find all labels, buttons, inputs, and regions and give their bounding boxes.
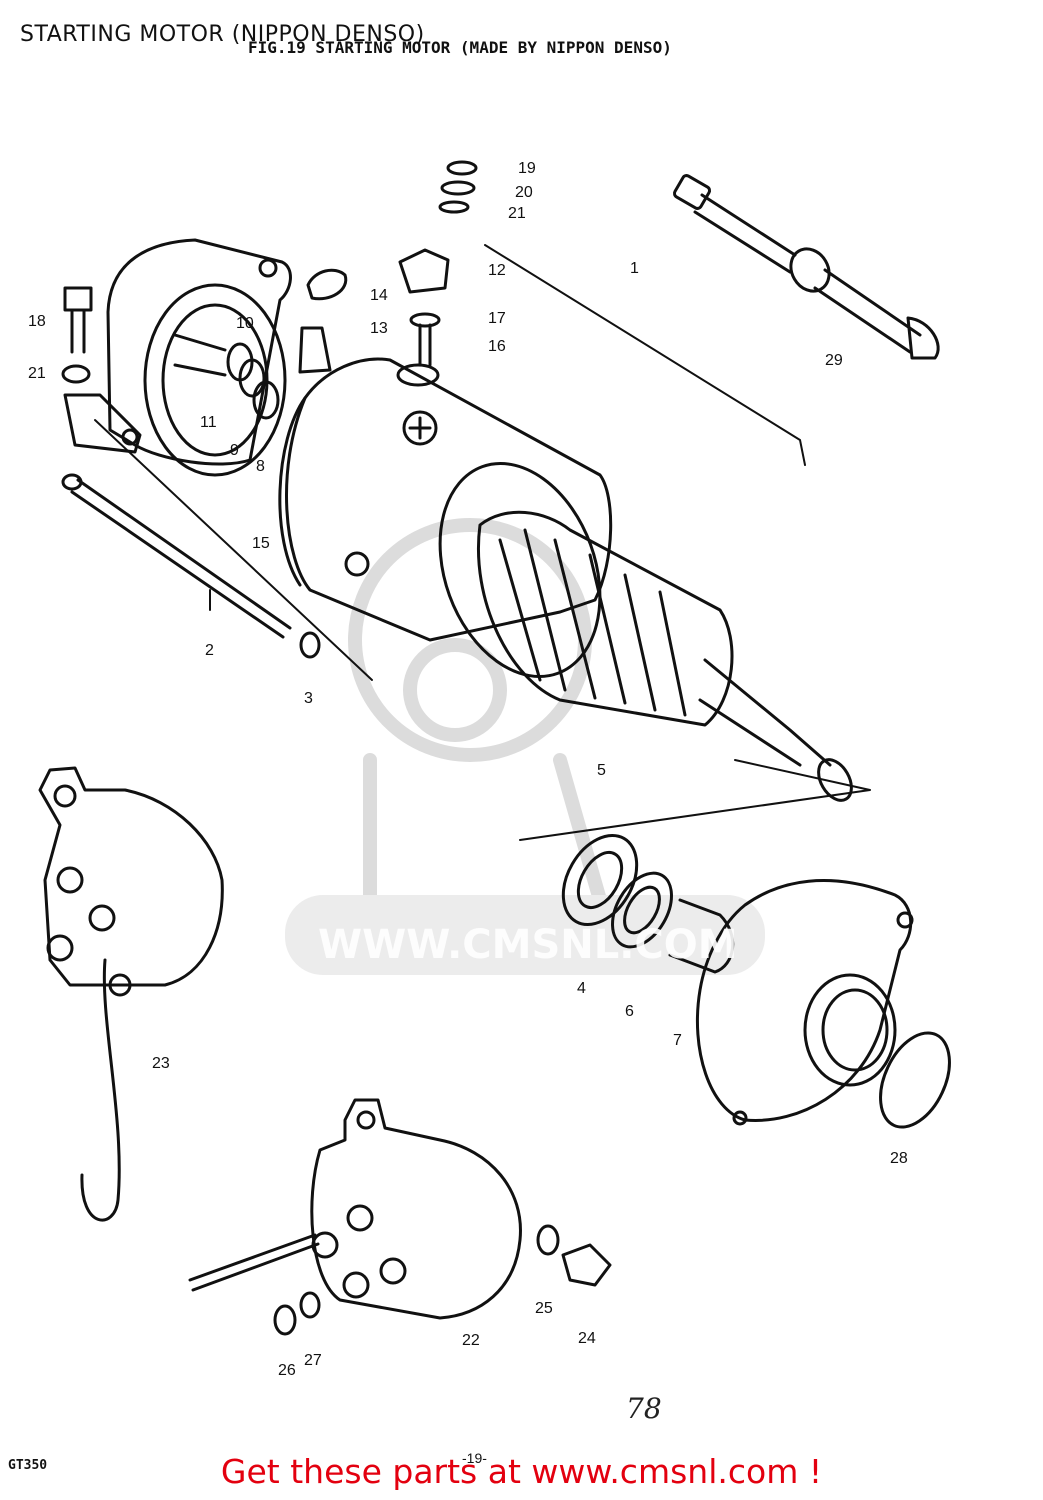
callout-18: 18 (28, 313, 46, 330)
front-end-cover (695, 879, 914, 1126)
callout-27: 27 (304, 1352, 322, 1369)
callout-1: 1 (630, 260, 639, 277)
callout-9: 9 (230, 442, 239, 459)
washer-3 (299, 631, 321, 659)
brush-holder-13 (298, 326, 332, 374)
yoke-housing (278, 357, 613, 679)
callout-25: 25 (535, 1300, 553, 1317)
leader-lines (94, 244, 871, 841)
watermark-url: WWW.CMSNL.COM (318, 922, 738, 968)
callout-29: 29 (825, 352, 843, 369)
figure-caption: FIG.19 STARTING MOTOR (MADE BY NIPPON DE… (248, 38, 672, 57)
handwritten-note: 78 (626, 1392, 662, 1425)
callout-21-left: 21 (28, 365, 46, 382)
callout-23: 23 (152, 1055, 170, 1072)
callout-13: 13 (370, 320, 388, 337)
spring-14 (306, 268, 348, 301)
callout-6: 6 (625, 1003, 634, 1020)
callout-12: 12 (488, 262, 506, 279)
starter-relay-23 (38, 766, 224, 1222)
cms-watermark-logo (285, 518, 765, 975)
callout-20: 20 (515, 184, 533, 201)
rear-end-cover (63, 238, 292, 477)
callout-26: 26 (278, 1362, 296, 1379)
page-title: STARTING MOTOR (NIPPON DENSO) (20, 22, 425, 47)
callout-2: 2 (205, 642, 214, 659)
callout-22: 22 (462, 1332, 480, 1349)
callout-14: 14 (370, 287, 388, 304)
callout-11: 11 (200, 414, 217, 431)
callout-24: 24 (578, 1330, 596, 1347)
model-code: GT350 (8, 1458, 48, 1473)
through-bolt (61, 473, 292, 639)
callout-21-top: 21 (508, 205, 526, 222)
front-bearing-parts (561, 833, 735, 974)
o-ring-28 (879, 1031, 951, 1129)
bolt-18 (61, 286, 93, 384)
callout-7: 7 (673, 1032, 682, 1049)
terminal-washers-19-21 (438, 160, 478, 214)
terminal-16-17 (396, 312, 441, 387)
callout-5: 5 (597, 762, 606, 779)
armature (477, 510, 853, 802)
callout-16: 16 (488, 338, 506, 355)
callout-17: 17 (488, 310, 506, 327)
callout-28: 28 (890, 1150, 908, 1167)
callout-15: 15 (252, 535, 270, 552)
lead-cable (672, 174, 940, 360)
brush-washers (173, 333, 280, 420)
small-hardware-24-27 (273, 1224, 612, 1336)
callout-3: 3 (304, 690, 313, 707)
callout-10: 10 (236, 315, 254, 332)
callout-19: 19 (518, 160, 536, 177)
solenoid-22 (188, 1098, 522, 1320)
brush-12 (398, 248, 450, 294)
callout-8: 8 (256, 458, 265, 475)
footer-link-text[interactable]: Get these parts at www.cmsnl.com ! (220, 1452, 823, 1491)
page-number: -19- (462, 1450, 487, 1466)
callout-4: 4 (577, 980, 586, 997)
